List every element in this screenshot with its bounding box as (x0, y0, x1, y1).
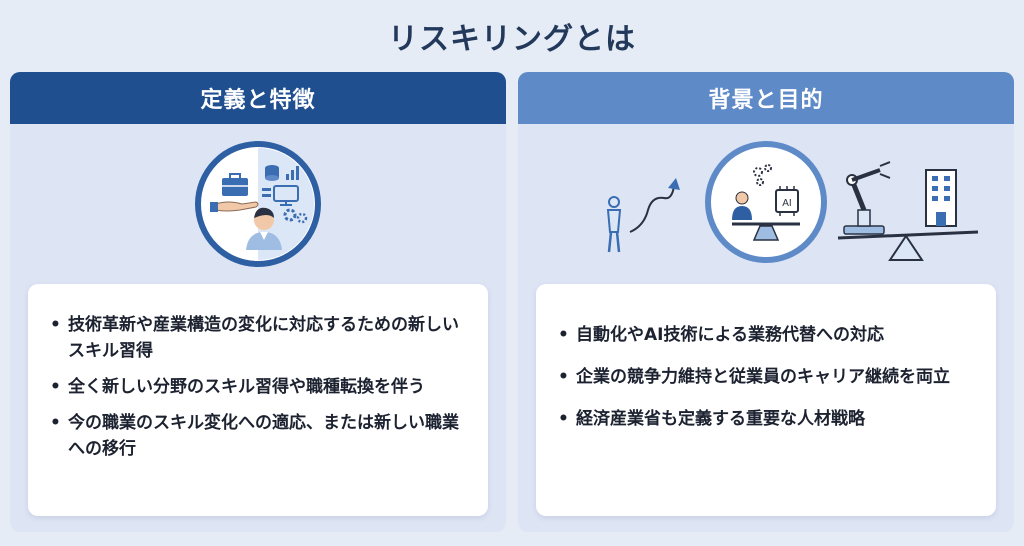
person-icon (246, 207, 282, 250)
bullet-marker: • (50, 377, 61, 397)
definition-panel-header: 定義と特徴 (10, 72, 506, 124)
bullet-marker: • (558, 325, 569, 345)
definition-illustration (195, 141, 321, 267)
list-item-text: 全く新しい分野のスキル習得や職種転換を伴う (68, 377, 425, 397)
ai-chip-label: AI (782, 198, 791, 209)
hand-icon (210, 201, 259, 212)
ai-chip-icon: AI (775, 186, 799, 216)
page-title: リスキリングとは (388, 22, 636, 57)
list-item: • 経済産業省も定義する重要な人材戦略 (556, 406, 974, 432)
list-item-text: 技術革新や産業構造の変化に対応するための新しいスキル習得 (68, 315, 459, 361)
bullet-marker: • (50, 315, 61, 335)
robot-arm-icon (843, 161, 891, 235)
gears-icon (283, 208, 308, 224)
list-item-text: 企業の競争力維持と従業員のキャリア継続を両立 (576, 367, 950, 387)
list-item: • 技術革新や産業構造の変化に対応するための新しいスキル習得 (48, 312, 466, 364)
bullet-marker: • (50, 413, 61, 433)
building-icon (925, 169, 957, 227)
background-panel: 背景と目的 AI (518, 72, 1014, 532)
walking-person-icon (606, 196, 622, 253)
definition-panel: 定義と特徴 (10, 72, 506, 532)
definition-card: • 技術革新や産業構造の変化に対応するための新しいスキル習得 • 全く新しい分野のス… (28, 284, 488, 516)
background-card: • 自動化やAI技術による業務代替への対応 • 企業の競争力維持と従業員のキャリア継… (536, 284, 996, 516)
monitor-icon (262, 185, 299, 206)
list-item: • 今の職業のスキル変化への適応、または新しい職業への移行 (48, 410, 466, 462)
briefcase-icon (222, 173, 248, 196)
balance-beam (837, 230, 979, 261)
list-item-text: 経済産業省も定義する重要な人材戦略 (576, 409, 865, 429)
list-item: • 企業の競争力維持と従業員のキャリア継続を両立 (556, 364, 974, 390)
bullet-marker: • (558, 409, 569, 429)
gears-icon (753, 164, 772, 186)
list-item: • 自動化やAI技術による業務代替への対応 (556, 322, 974, 348)
chart-icon (286, 166, 299, 180)
scale-icon (732, 222, 800, 241)
background-panel-header: 背景と目的 (518, 72, 1014, 124)
arrow-path-icon (629, 178, 680, 233)
list-item-text: 自動化やAI技術による業務代替への対応 (576, 325, 884, 345)
database-icon (265, 165, 279, 181)
list-item: • 全く新しい分野のスキル習得や職種転換を伴う (48, 374, 466, 400)
bullet-marker: • (558, 367, 569, 387)
background-illustration: AI (606, 141, 979, 263)
list-item-text: 今の職業のスキル変化への適応、または新しい職業への移行 (68, 413, 459, 459)
person-icon (732, 191, 752, 220)
